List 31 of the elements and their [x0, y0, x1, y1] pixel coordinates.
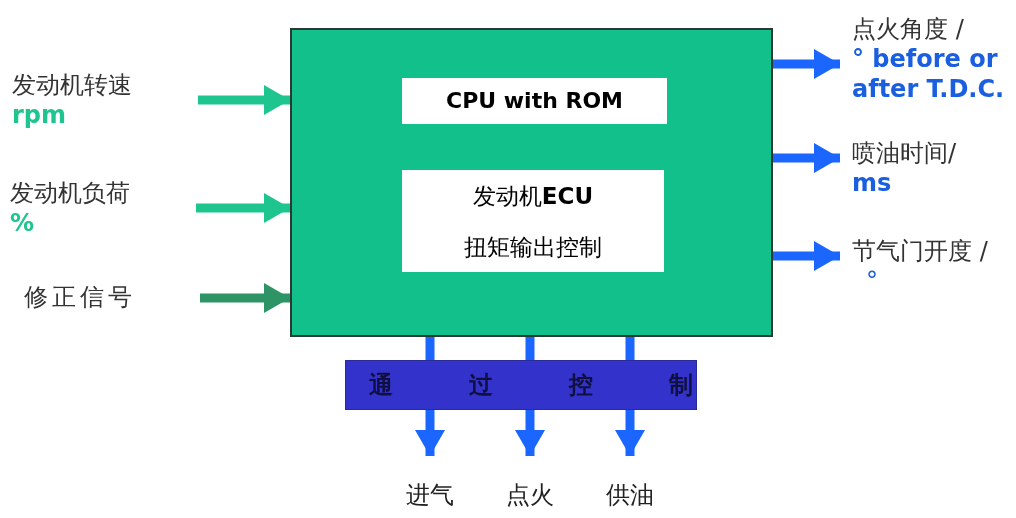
input-label: 发动机转速 [12, 70, 133, 100]
arrow [198, 85, 290, 115]
arrow [773, 241, 840, 271]
module-label: 发动机ECU [472, 181, 594, 211]
unit-label: % [10, 208, 36, 238]
output-label: 点火 [505, 480, 555, 510]
arrow [196, 193, 290, 223]
input-label: 发动机负荷 [10, 178, 131, 208]
unit-label: ° before or after T.D.C. [852, 44, 1006, 104]
unit-label: ms [852, 168, 893, 198]
ecu-box [290, 28, 773, 337]
arrow [773, 49, 840, 79]
control-bar [345, 360, 697, 410]
arrow [515, 410, 545, 456]
output-label: 节气门开度 / [852, 237, 988, 265]
heading-text: CPU with ROM [446, 87, 623, 115]
arrow [615, 410, 645, 456]
input-label: 修正信号 [24, 282, 137, 312]
bar-label: 通过控制 [369, 370, 769, 400]
output-label: 喷油时间/ [852, 138, 958, 168]
unit-label: ° [866, 267, 878, 295]
output-label: 进气 [405, 480, 455, 510]
arrow [200, 283, 290, 313]
module-label: 扭矩输出控制 [464, 232, 602, 262]
arrow [415, 410, 445, 456]
cpu-box [402, 78, 667, 124]
unit-label: rpm [12, 100, 68, 130]
output-label: 供油 [605, 480, 655, 510]
arrow [773, 143, 840, 173]
ecu-module-box [402, 170, 664, 272]
output-label: 点火角度 / [852, 14, 965, 44]
